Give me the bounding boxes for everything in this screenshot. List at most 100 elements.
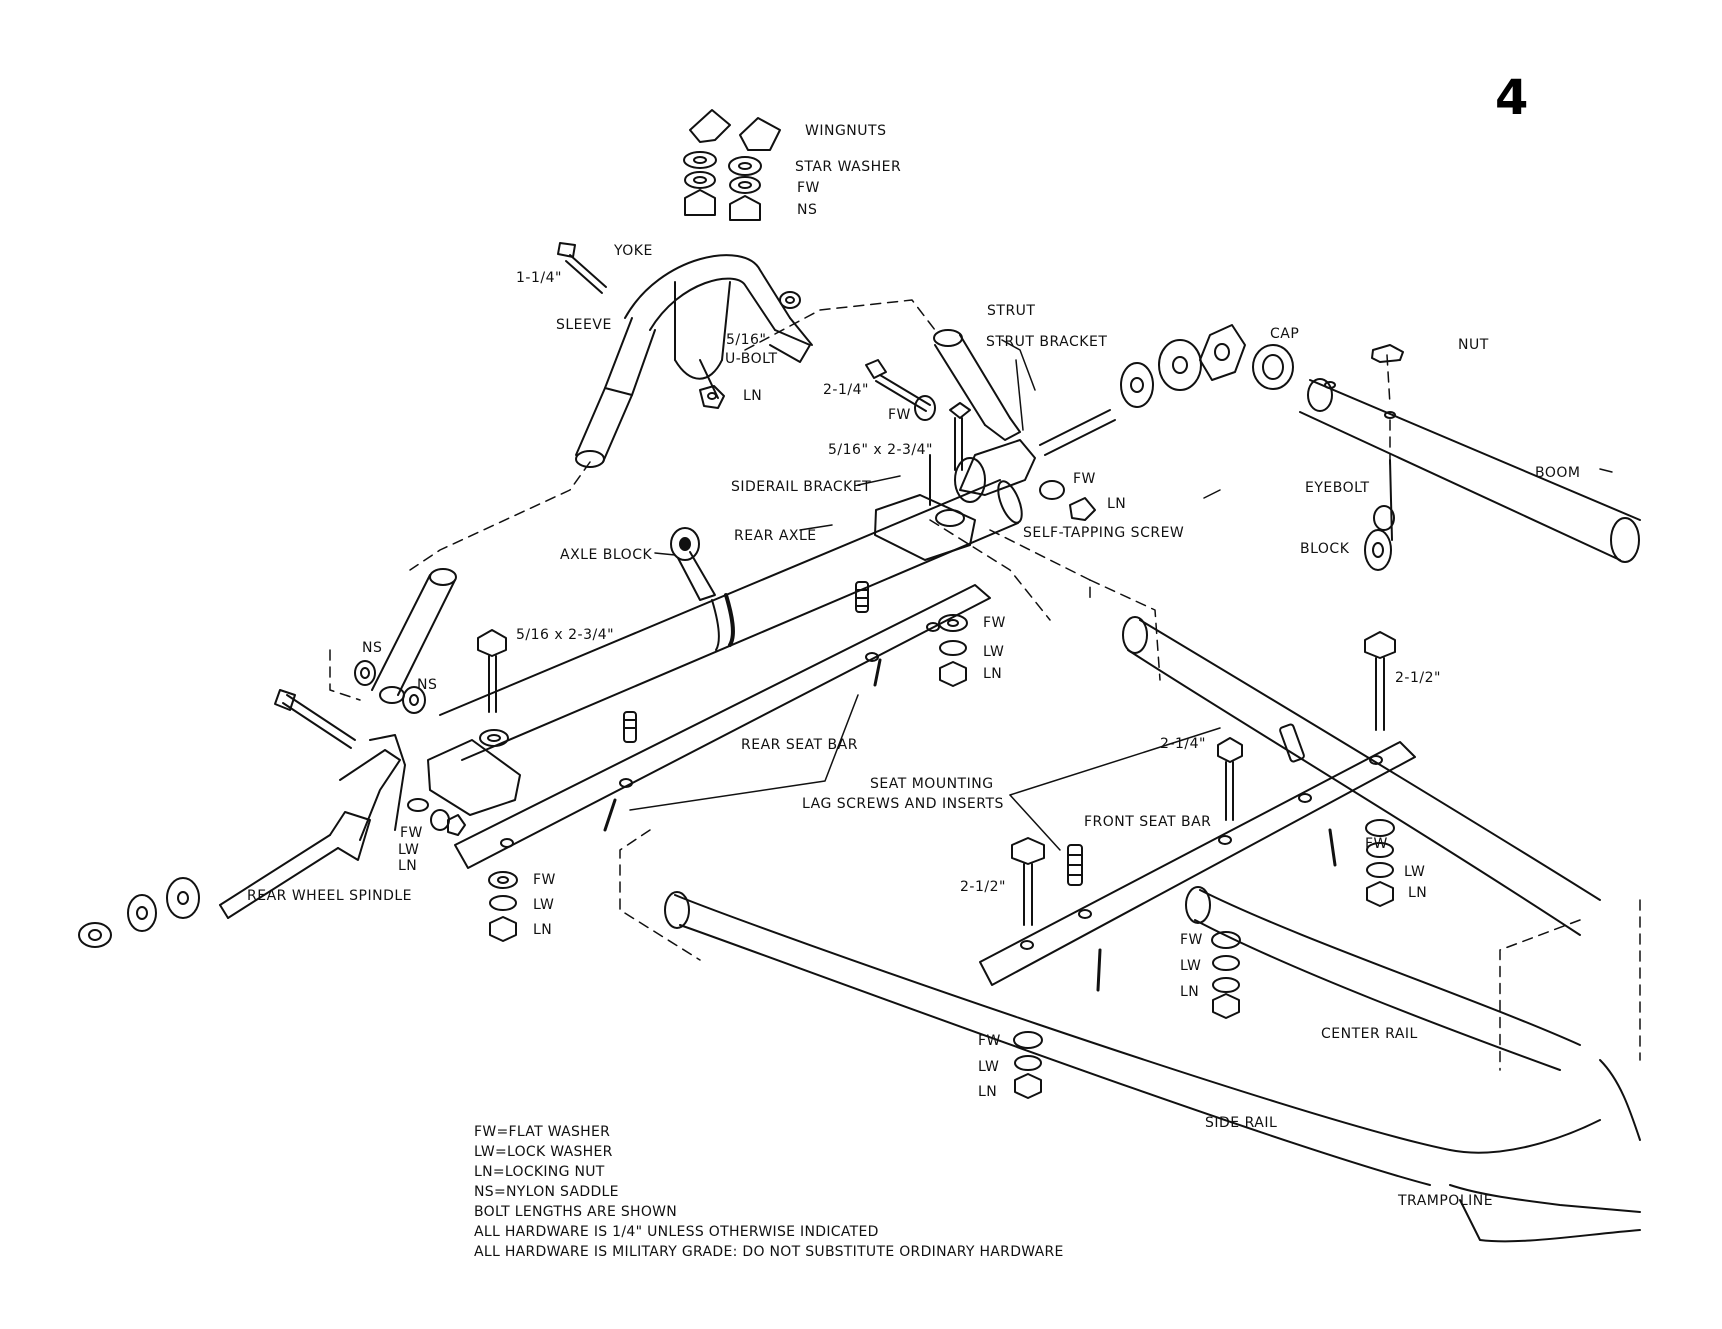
label-rear-axle: REAR AXLE (734, 528, 817, 544)
label-ln-rear: LN (533, 922, 553, 938)
eyebolt-block (1364, 459, 1395, 571)
washer-stack-mid (1211, 931, 1241, 1019)
label-siderail-bracket: SIDERAIL BRACKET (731, 479, 872, 495)
label-seat-mounting-1: SEAT MOUNTING (870, 776, 994, 792)
cap-and-nut (1252, 344, 1404, 390)
label-bolt-2-1-4-upper: 2-1/4" (823, 382, 869, 398)
label-center-rail: CENTER RAIL (1321, 1026, 1418, 1042)
boom (1299, 378, 1641, 563)
leader-lines (629, 339, 1613, 851)
spindle-bolt (274, 689, 356, 749)
label-fw-spindle: FW (400, 825, 423, 841)
label-block: BLOCK (1300, 541, 1350, 557)
label-sleeve: SLEEVE (556, 317, 612, 333)
wingnut-washer-stack (683, 109, 781, 221)
label-bolt-2-1-2-left: 2-1/2" (960, 879, 1006, 895)
legend-line: BOLT LENGTHS ARE SHOWN (474, 1204, 678, 1220)
label-lw-mid: LW (1180, 958, 1202, 974)
strut (933, 329, 1036, 503)
front-seat-bolts (1011, 631, 1396, 926)
yoke-bolt-and-nut (557, 242, 725, 409)
washer-stack-low (1013, 1031, 1043, 1099)
label-rear-seat-bar: REAR SEAT BAR (741, 737, 858, 753)
legend-line: LN=LOCKING NUT (474, 1164, 605, 1180)
washer-stack-rear (488, 871, 518, 942)
washer-stack-right (1365, 819, 1395, 907)
siderail-bracket-right (874, 454, 976, 561)
page-number: 4 (1495, 70, 1529, 126)
vertical-bolt-left (477, 629, 507, 713)
siderail-bracket-left (427, 729, 521, 816)
washer-stack-spindle (407, 798, 466, 836)
label-lw-seatbar: LW (983, 644, 1005, 660)
label-fw-right: FW (1365, 836, 1388, 852)
trampoline (1449, 1059, 1641, 1243)
nylon-saddles (354, 660, 426, 714)
label-bolt-1-1-4: 1-1/4" (516, 270, 562, 286)
front-seat-bar (979, 741, 1416, 986)
label-yoke: YOKE (614, 243, 653, 259)
label-seat-mounting-2: LAG SCREWS AND INSERTS (802, 796, 1004, 812)
label-side-rail: SIDE RAIL (1205, 1115, 1278, 1131)
upper-side-rail (1122, 616, 1601, 936)
label-rear-wheel-spindle: REAR WHEEL SPINDLE (247, 888, 412, 904)
label-nut: NUT (1458, 337, 1489, 353)
label-lw-low: LW (978, 1059, 1000, 1075)
hardware-legend: FW=FLAT WASHER LW=LOCK WASHER LN=LOCKING… (474, 1122, 1064, 1262)
label-ns-left-2: NS (417, 677, 438, 693)
label-eyebolt: EYEBOLT (1305, 480, 1370, 496)
label-bolt-5-16-lower: 5/16 x 2-3/4" (516, 627, 615, 643)
lag-screws-inserts (603, 581, 1337, 992)
label-fw-bracket: FW (1073, 471, 1096, 487)
label-star-washer: STAR WASHER (795, 159, 902, 175)
label-bolt-5-16-upper: 5/16" x 2-3/4" (828, 442, 933, 458)
yoke-assembly (575, 254, 813, 468)
label-bolt-2-1-2-right: 2-1/2" (1395, 670, 1441, 686)
label-ln-bracket: LN (1107, 496, 1127, 512)
label-ubolt-size: 5/16" (726, 332, 767, 348)
label-lw-spindle: LW (398, 842, 420, 858)
label-fw-low: FW (978, 1033, 1001, 1049)
label-boom: BOOM (1535, 465, 1581, 481)
label-ln-right: LN (1408, 885, 1428, 901)
label-strut-bracket: STRUT BRACKET (986, 334, 1108, 350)
strut-bolt (865, 359, 1096, 521)
label-bolt-2-1-4-lower: 2-1/4" (1160, 736, 1206, 752)
legend-line: LW=LOCK WASHER (474, 1144, 613, 1160)
legend-line: FW=FLAT WASHER (474, 1124, 611, 1140)
label-wingnuts: WINGNUTS (805, 123, 887, 139)
label-self-tapping-screw: SELF-TAPPING SCREW (1023, 525, 1185, 541)
alignment-dashed-lines (329, 299, 1641, 1071)
label-ns-left-1: NS (362, 640, 383, 656)
rear-axle-tube (439, 479, 1023, 761)
label-fw-mid: FW (1180, 932, 1203, 948)
axle-end-hardware (1039, 324, 1246, 456)
side-rail (664, 891, 1451, 1186)
label-fw-strut: FW (888, 407, 911, 423)
legend-line: ALL HARDWARE IS MILITARY GRADE: DO NOT S… (474, 1244, 1064, 1260)
label-strut: STRUT (987, 303, 1036, 319)
label-ubolt: U-BOLT (725, 351, 778, 367)
washer-stack-rear-seat (938, 614, 968, 687)
label-lw-right: LW (1404, 864, 1426, 880)
rear-wheel-spindle (78, 734, 406, 948)
label-fw-top: FW (797, 180, 820, 196)
label-axle-block: AXLE BLOCK (560, 547, 653, 563)
label-trampoline: TRAMPOLINE (1398, 1193, 1494, 1209)
label-fw-seatbar: FW (983, 615, 1006, 631)
legend-line: ALL HARDWARE IS 1/4" UNLESS OTHERWISE IN… (474, 1224, 879, 1240)
rear-seat-bar (454, 584, 991, 869)
label-fw-rear: FW (533, 872, 556, 888)
label-ns-top: NS (797, 202, 818, 218)
label-cap: CAP (1270, 326, 1300, 342)
label-lw-rear: LW (533, 897, 555, 913)
label-ln-low: LN (978, 1084, 998, 1100)
label-front-seat-bar: FRONT SEAT BAR (1084, 814, 1212, 830)
label-ln-mid: LN (1180, 984, 1200, 1000)
label-ln-spindle: LN (398, 858, 418, 874)
label-ln-seatbar: LN (983, 666, 1003, 682)
upright-tube-left (371, 568, 457, 704)
axle-block (670, 527, 735, 651)
label-ln-yoke: LN (743, 388, 763, 404)
